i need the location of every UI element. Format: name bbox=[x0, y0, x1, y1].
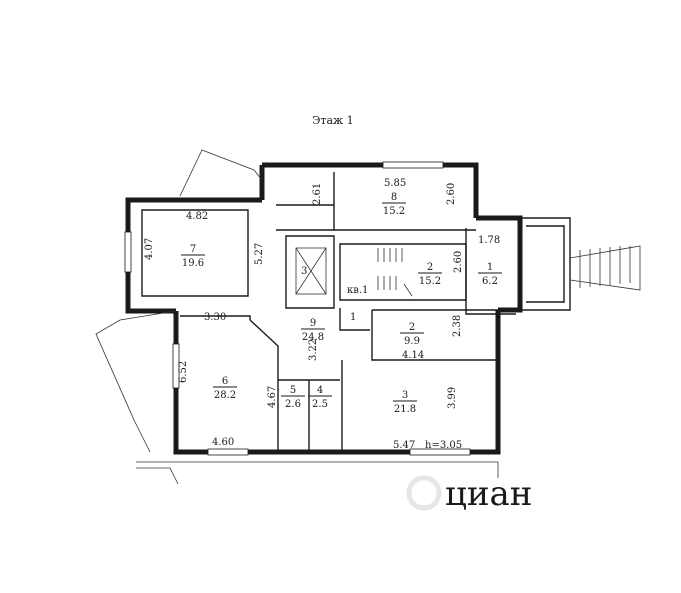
room-number-r5: 5 bbox=[290, 385, 296, 396]
room-area-r8: 15.2 bbox=[383, 206, 405, 217]
watermark-text: циан bbox=[445, 474, 532, 514]
room-area-r5: 2.6 bbox=[285, 399, 301, 410]
room-area-r3: 21.8 bbox=[394, 404, 416, 415]
dim-1-78: 1.78 bbox=[478, 235, 500, 246]
room-area-r7: 19.6 bbox=[182, 258, 204, 269]
outer-walls bbox=[125, 162, 571, 455]
room-area-r6: 28.2 bbox=[214, 390, 236, 401]
dim-4-82: 4.82 bbox=[186, 211, 208, 222]
dim-5-85: 5.85 bbox=[384, 178, 406, 189]
windows bbox=[124, 161, 471, 456]
watermark: циан bbox=[406, 474, 532, 514]
apartment-label: кв.1 bbox=[347, 285, 368, 296]
interior-walls bbox=[141, 172, 516, 452]
dim-4-67: 4.67 bbox=[267, 386, 278, 408]
room-labels: 16.2215.229.9321.842.552.6628.2719.6815.… bbox=[181, 192, 502, 415]
dim-4-60: 4.60 bbox=[212, 437, 234, 448]
room-number-r1: 1 bbox=[487, 262, 493, 273]
room-area-r2a: 15.2 bbox=[419, 276, 441, 287]
floor-title: Этаж 1 bbox=[312, 114, 354, 127]
dim-2-61: 2.61 bbox=[312, 183, 323, 205]
room-number-r3: 3 bbox=[402, 390, 408, 401]
small-label-1: 1 bbox=[350, 312, 356, 323]
stairs bbox=[377, 245, 641, 297]
dim-3-30: 3.30 bbox=[204, 312, 226, 323]
dim-5-27: 5.27 bbox=[254, 243, 265, 265]
room-number-r7: 7 bbox=[190, 244, 196, 255]
room-number-r6: 6 bbox=[222, 376, 228, 387]
annexes bbox=[95, 149, 499, 485]
room-area-r1: 6.2 bbox=[482, 276, 498, 287]
dim-2-60-top: 2.60 bbox=[446, 183, 457, 205]
dim-3-99: 3.99 bbox=[447, 387, 458, 409]
room-number-r4: 4 bbox=[317, 385, 323, 396]
dim-6-52: 6.52 bbox=[178, 361, 189, 383]
room-number-r8: 8 bbox=[391, 192, 397, 203]
dim-3-22: 3.22 bbox=[308, 339, 319, 361]
elevator-shaft bbox=[295, 247, 327, 295]
dim-5-47: 5.47 bbox=[393, 440, 415, 451]
room-number-r2b: 2 bbox=[409, 322, 415, 333]
elevator-number: 3 bbox=[301, 266, 307, 277]
room-number-r9: 9 bbox=[310, 318, 316, 329]
dim-4-14: 4.14 bbox=[402, 350, 424, 361]
dimension-labels: 5.85 2.61 2.60 4.82 4.07 5.27 1.78 2.60 … bbox=[144, 178, 500, 451]
room-area-r4: 2.5 bbox=[312, 399, 328, 410]
dim-4-07: 4.07 bbox=[144, 238, 155, 260]
room-area-r2b: 9.9 bbox=[404, 336, 420, 347]
dim-2-60-right: 2.60 bbox=[453, 251, 464, 273]
room-number-r2a: 2 bbox=[427, 262, 433, 273]
dim-2-38: 2.38 bbox=[452, 315, 463, 337]
height-label: h=3.05 bbox=[425, 440, 462, 451]
room-area-r9: 24.8 bbox=[302, 332, 324, 343]
